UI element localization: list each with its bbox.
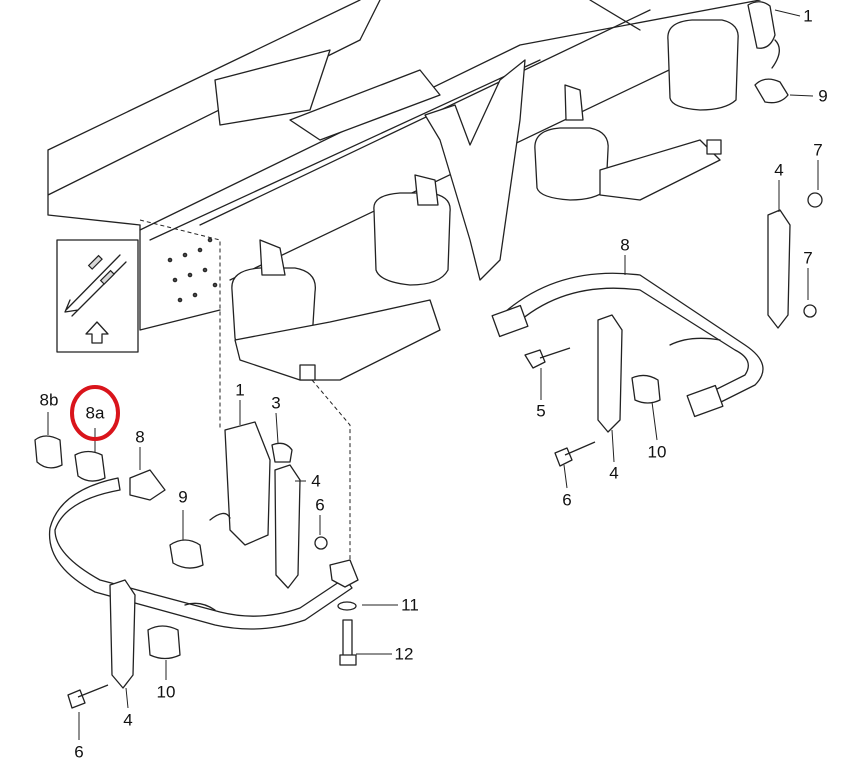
callout-8-right: 8 [620,235,630,255]
callout-11: 11 [401,595,419,615]
callout-3: 3 [271,393,281,413]
callout-4-left-top: 4 [311,471,321,491]
left-stabilizer-assembly [34,219,359,709]
mounting-holes [167,237,218,303]
callout-6-left-top: 6 [315,495,325,515]
air-springs [231,19,739,381]
chassis-frame [47,0,761,331]
callout-1-top: 1 [803,6,813,26]
forward-arrow-icon [85,321,109,344]
callout-7-top: 7 [813,140,823,160]
callout-10-right: 10 [647,442,667,462]
callout-9-top: 9 [818,86,828,106]
callout-4-right-top: 4 [774,160,784,180]
right-stabilizer-assembly [491,1,823,467]
callout-6-left-bottom: 6 [74,742,84,762]
callout-4-right-bottom: 4 [609,463,619,483]
callout-8a: 8a [85,403,105,423]
leader-lines [47,9,819,740]
direction-inset [56,239,139,353]
callout-6-right: 6 [562,490,572,510]
callout-12: 12 [394,644,414,664]
callout-1-left: 1 [235,380,245,400]
callout-10-left: 10 [156,682,176,702]
callout-8b: 8b [39,390,59,410]
callout-8-left: 8 [135,427,145,447]
callout-7-mid: 7 [803,248,813,268]
callout-5: 5 [536,401,546,421]
highlight-circle-8a [70,385,120,441]
callout-9-left: 9 [178,487,188,507]
central-bracket [424,59,526,281]
callout-4-left-bottom: 4 [123,710,133,730]
